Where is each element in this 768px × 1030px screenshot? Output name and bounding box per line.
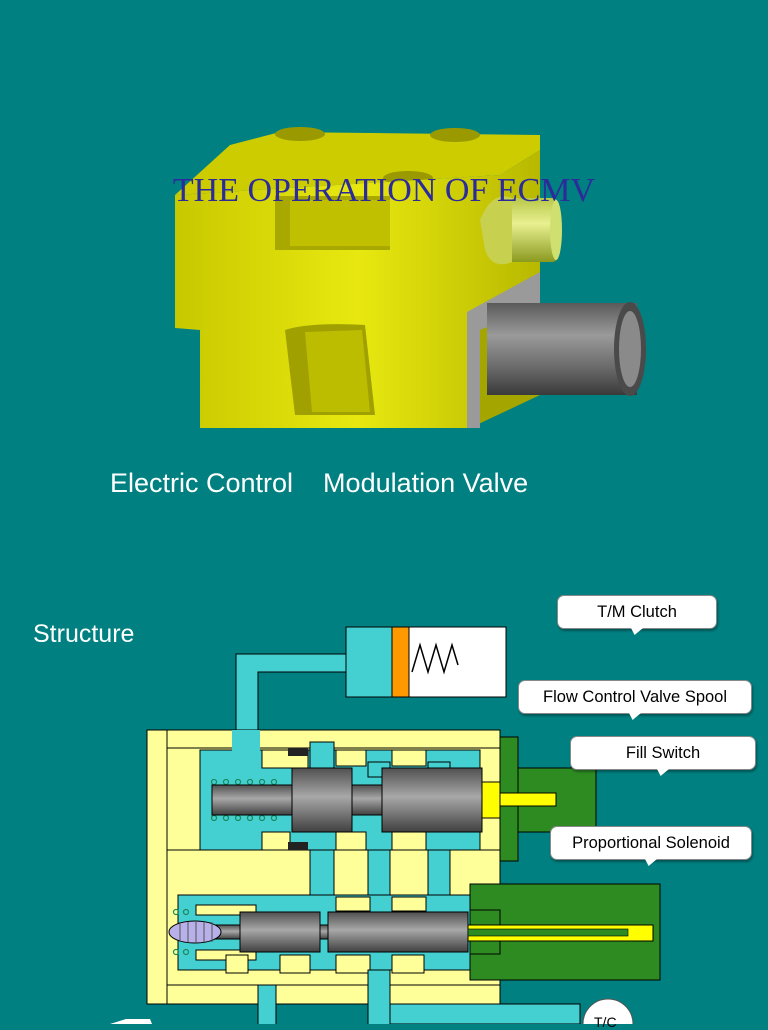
check-ball-spring bbox=[168, 920, 222, 944]
slide-subtitle: Electric Control Modulation Valve bbox=[110, 468, 529, 498]
clutch-spring bbox=[411, 642, 459, 675]
callout-proportional-solenoid: Proportional Solenoid bbox=[550, 826, 752, 860]
structure-section-label: Structure bbox=[33, 620, 135, 648]
callout-tm-clutch: T/M Clutch bbox=[557, 595, 717, 629]
callout-fill-switch: Fill Switch bbox=[570, 736, 756, 770]
slide-title: THE OPERATION OF ECMV bbox=[172, 172, 596, 209]
callout-flow-control-valve-spool: Flow Control Valve Spool bbox=[518, 680, 752, 714]
clutch-piston bbox=[391, 626, 410, 698]
tc-label: T/C bbox=[594, 1014, 617, 1030]
tc-circle-icon bbox=[582, 998, 634, 1024]
